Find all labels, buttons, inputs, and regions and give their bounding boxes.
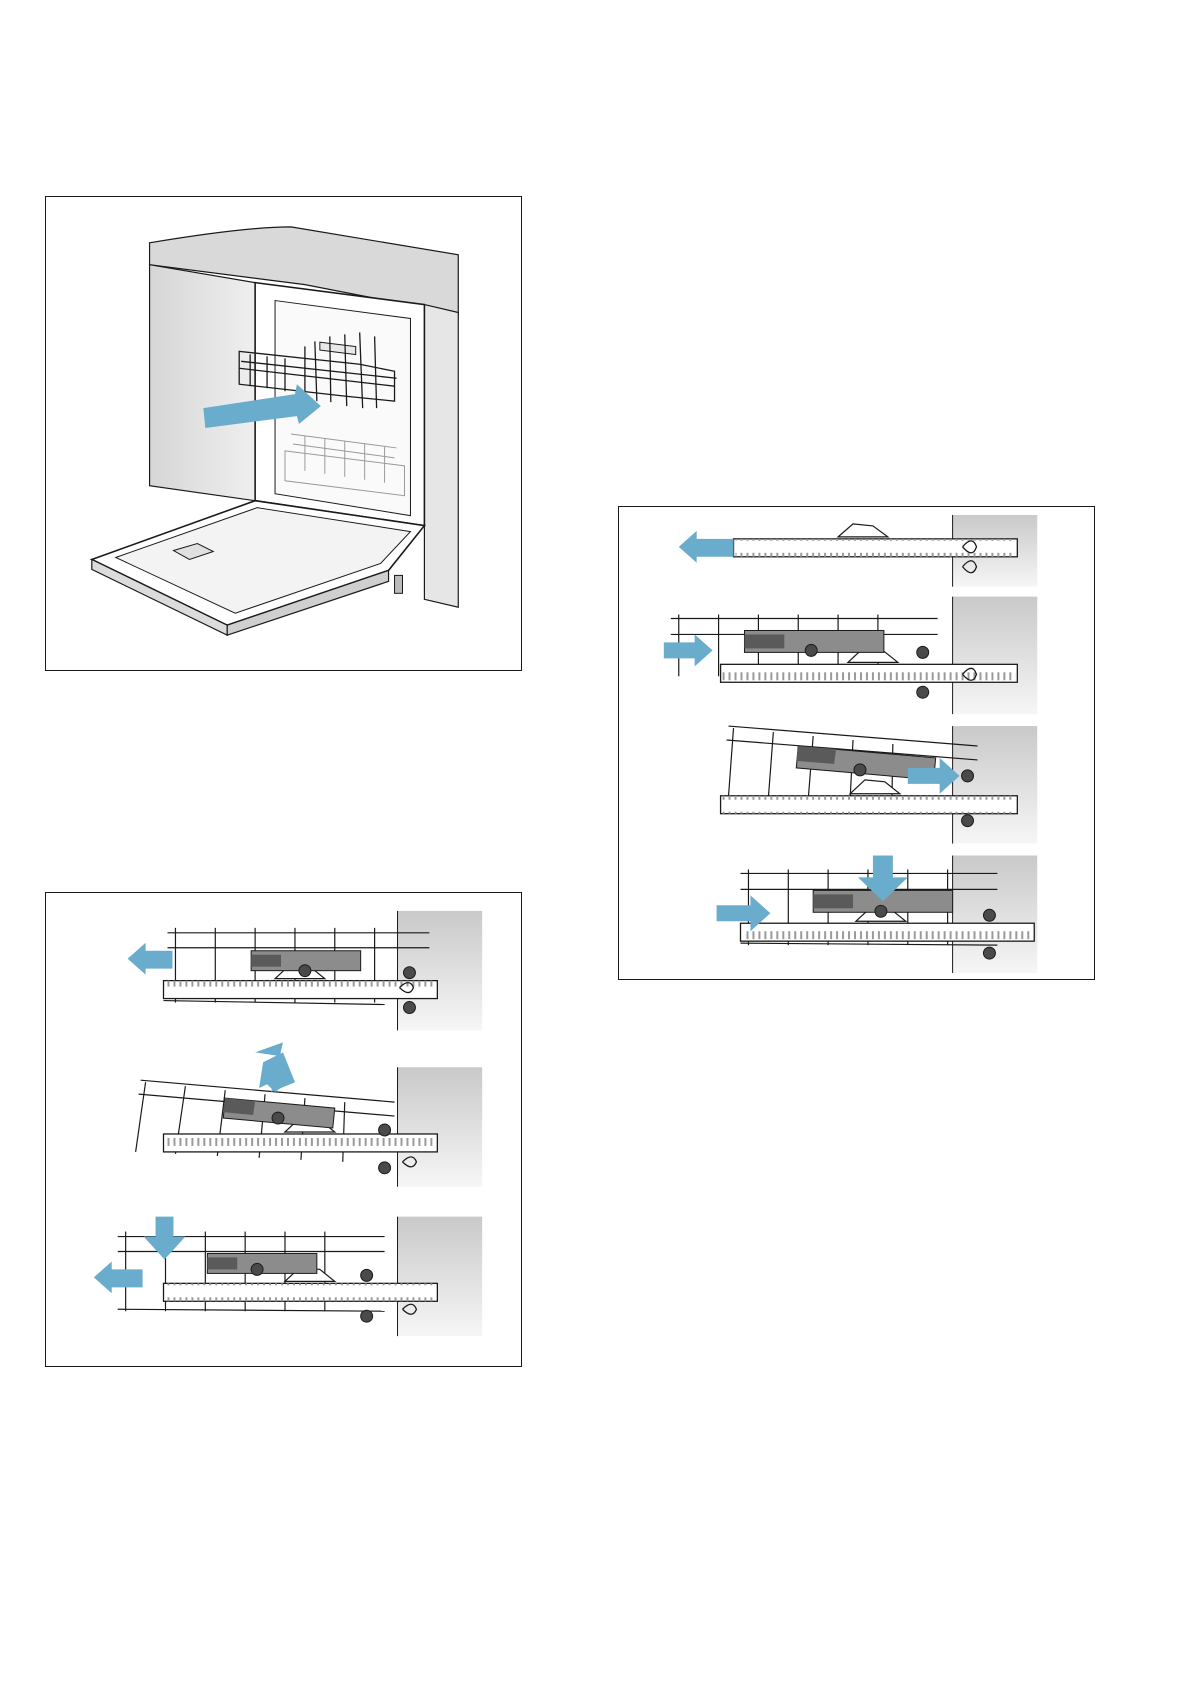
- dishwasher-illustration: [46, 197, 521, 670]
- wall: [398, 1217, 483, 1336]
- install-step-1: [679, 515, 1037, 587]
- figure-dishwasher-upper-rack: [45, 196, 522, 671]
- removal-step-3: [94, 1217, 482, 1336]
- figure-rack-removal: [45, 892, 522, 1367]
- cabinet-right: [424, 305, 458, 608]
- wall: [953, 597, 1038, 715]
- wall: [398, 1067, 483, 1186]
- removal-step-1: [128, 911, 483, 1030]
- arrow-left-icon: [128, 943, 173, 975]
- arrow-down-icon: [144, 1217, 186, 1260]
- rack-installation-illustration: [619, 507, 1094, 979]
- install-step-2: [664, 597, 1037, 715]
- install-step-3: [721, 726, 1038, 844]
- figure-rack-installation: [618, 506, 1095, 980]
- arrow-left-icon: [94, 1261, 143, 1293]
- install-step-4: [717, 856, 1038, 974]
- rack-removal-illustration: [46, 893, 521, 1366]
- arrow-left-icon: [679, 531, 734, 563]
- arrow-right-icon: [664, 634, 713, 666]
- removal-step-2: [136, 1042, 483, 1186]
